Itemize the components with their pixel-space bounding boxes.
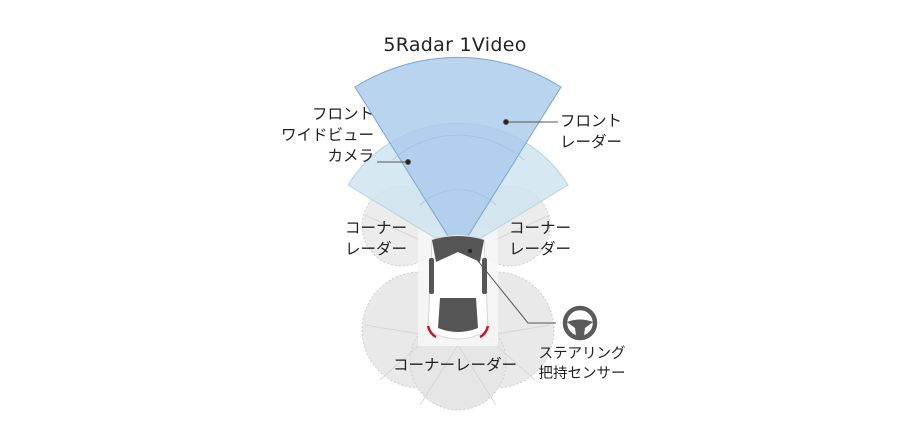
- front-camera-label: フロント ワイドビュー カメラ: [280, 105, 374, 165]
- car-top-view-icon: [426, 234, 490, 340]
- front-radar-label: フロント レーダー: [560, 112, 623, 151]
- steering-wheel-icon: [562, 305, 598, 341]
- steering-sensor-label: ステアリング 把持センサー: [538, 346, 626, 382]
- corner-radar-right-label: コーナー レーダー: [509, 219, 572, 258]
- corner-radar-left-label: コーナー レーダー: [345, 219, 408, 258]
- corner-radar-rear-label: コーナーレーダー: [393, 356, 518, 374]
- diagram-title: 5Radar 1Video: [383, 34, 527, 56]
- front-radar-coverage: [354, 56, 562, 253]
